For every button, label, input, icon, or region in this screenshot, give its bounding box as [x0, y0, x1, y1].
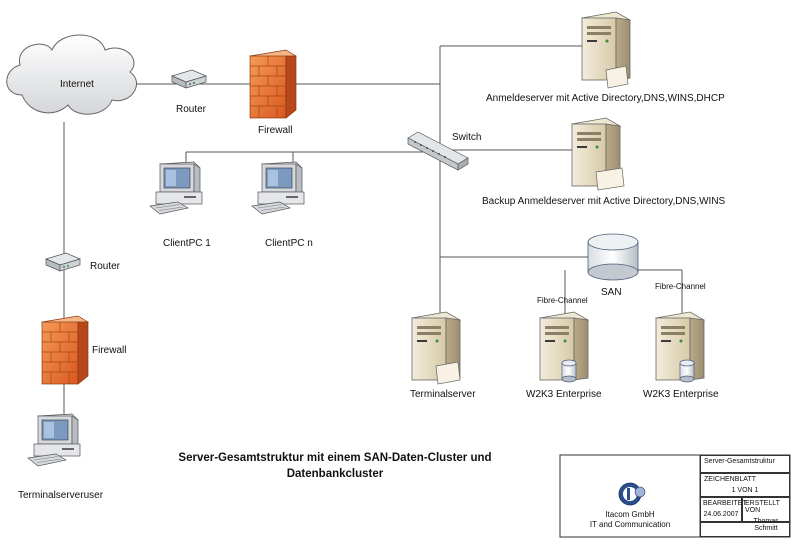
internet-cloud-icon	[6, 34, 137, 115]
w2k3-server-2-label: W2K3 Enterprise	[643, 389, 719, 400]
router-left-icon	[45, 252, 81, 272]
title-block-drawing-name: Server-Gesamtstruktur	[700, 455, 790, 473]
switch-icon	[407, 131, 469, 171]
edited-label: BEARBEITET	[703, 500, 747, 507]
san-storage-icon	[587, 233, 639, 281]
client-pc-1-icon	[149, 161, 203, 215]
terminalserveruser-pc-icon	[27, 413, 81, 467]
company-name-line: Itacom GmbH	[605, 510, 655, 519]
client-pc-n-label: ClientPC n	[265, 238, 313, 249]
anmeldeserver-label: Anmeldeserver mit Active Directory,DNS,W…	[486, 93, 725, 104]
client-pc-n-icon	[251, 161, 305, 215]
firewall-left-icon	[41, 315, 89, 385]
terminalserveruser-label: Terminalserveruser	[18, 490, 104, 501]
company-subtitle: IT and Communication	[589, 520, 671, 529]
diagram-title: Server-Gesamtstruktur mit einem SAN-Date…	[178, 452, 492, 480]
created-label: ERSTELLT VON	[745, 500, 780, 514]
company-name: Itacom GmbH IT and Communication	[560, 510, 700, 530]
firewall-left-label: Firewall	[92, 345, 127, 356]
drawing-name-value: Server-Gesamtstruktur	[704, 458, 775, 465]
router-top-icon	[171, 69, 207, 89]
w2k3-server-2-icon	[655, 311, 705, 383]
w2k3-server-1-icon	[539, 311, 589, 383]
terminalserver-label: Terminalserver	[410, 389, 476, 400]
title-block-empty-row	[700, 522, 790, 537]
anmeldeserver-icon	[581, 11, 631, 89]
sheet-label: ZEICHENBLATT	[704, 476, 756, 483]
firewall-top-label: Firewall	[258, 125, 293, 136]
fibre-channel-left-label: Fibre-Channel	[537, 296, 588, 305]
edited-value: 24.06.2007	[703, 511, 739, 518]
itacom-logo-icon	[618, 482, 646, 506]
fibre-channel-right-label: Fibre-Channel	[655, 282, 706, 291]
firewall-top-icon	[249, 49, 297, 119]
client-pc-1-label: ClientPC 1	[163, 238, 211, 249]
created-value: Thomas Schmitt	[753, 518, 779, 532]
terminalserver-icon	[411, 311, 461, 385]
internet-label: Internet	[60, 79, 94, 90]
title-block-created: ERSTELLT VON Thomas Schmitt	[742, 497, 790, 532]
w2k3-server-1-label: W2K3 Enterprise	[526, 389, 602, 400]
san-label: SAN	[601, 287, 622, 298]
sheet-value: 1 VON 1	[731, 487, 759, 494]
switch-label: Switch	[452, 132, 482, 143]
backup-anmeldeserver-icon	[571, 117, 625, 191]
title-block-sheet: ZEICHENBLATT 1 VON 1	[700, 473, 790, 497]
router-top-label: Router	[176, 104, 207, 115]
router-left-label: Router	[90, 261, 121, 272]
title-block-edited: BEARBEITET 24.06.2007	[700, 497, 747, 522]
backup-anmeldeserver-label: Backup Anmeldeserver mit Active Director…	[482, 196, 726, 207]
